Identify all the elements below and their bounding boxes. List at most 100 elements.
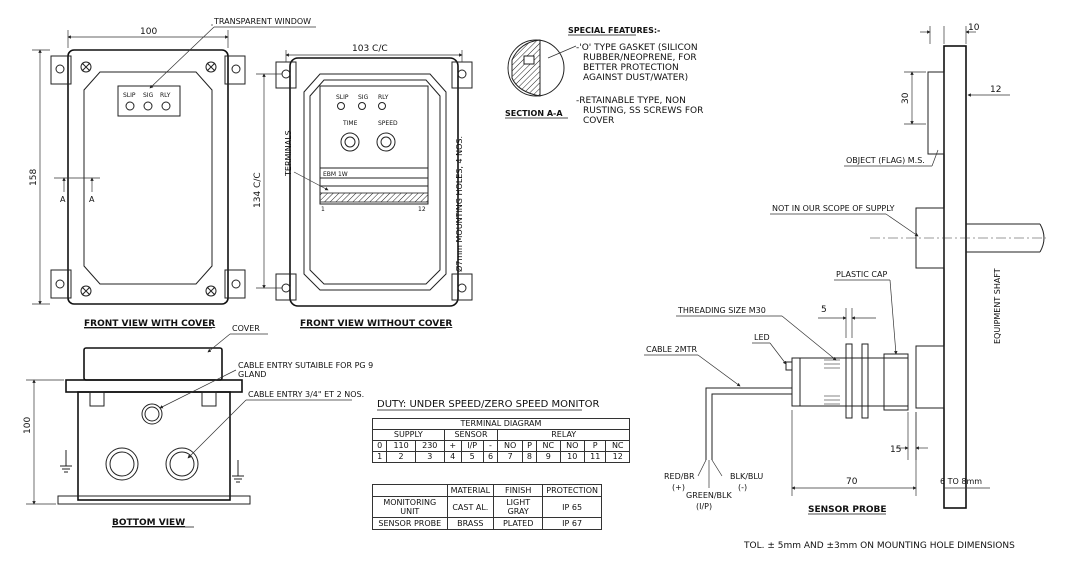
terminal-number: 4	[443, 451, 462, 463]
section-marker-a-right: A	[89, 195, 95, 204]
terminal-label: P	[521, 440, 538, 452]
material-header: FINISH	[493, 484, 544, 497]
material-table: MATERIAL FINISH PROTECTION MONITORING UN…	[372, 484, 602, 530]
sensor-assembly: 10 30 12 5 15 70 6 TO 8mm OBJECT (FLAG) …	[644, 23, 1046, 515]
terminal-label: NC	[536, 440, 561, 452]
material-cell: BRASS	[446, 517, 495, 530]
material-cell: LIGHT GRAY	[493, 496, 544, 518]
section-a-a: SECTION A-A	[505, 39, 568, 119]
terminal-label: 0	[371, 440, 388, 452]
wire-blk-blu-sign: (-)	[738, 483, 747, 492]
terminal-label: I/P	[460, 440, 484, 452]
dim-10: 10	[968, 23, 980, 33]
title-front-view-without-cover: FRONT VIEW WITHOUT COVER	[300, 319, 452, 329]
terminal-number: 2	[386, 451, 416, 463]
window-rly-label: RLY	[160, 92, 171, 99]
wire-blk-blu: BLK/BLU	[730, 472, 763, 481]
dim-12: 12	[990, 85, 1001, 95]
threading-label: THREADING SIZE M30	[677, 306, 766, 315]
front-view-with-cover: SLIP SIG RLY A A 100 158 FRONT VIEW WITH…	[29, 27, 246, 329]
terminal-number: 6	[482, 451, 499, 463]
feature-1-line-3: BETTER PROTECTION	[583, 63, 679, 73]
terminal-number: 12	[605, 451, 630, 463]
terminal-label: NO	[497, 440, 523, 452]
panel-slip-label: SLIP	[336, 94, 349, 101]
material-cell: MONITORING UNIT	[372, 496, 448, 518]
panel-time-label: TIME	[342, 120, 358, 127]
plastic-cap-label: PLASTIC CAP	[836, 270, 887, 279]
title-section-a-a: SECTION A-A	[505, 109, 563, 118]
special-features-heading: SPECIAL FEATURES:-	[568, 26, 660, 35]
cover-label: COVER	[232, 324, 260, 333]
feature-2-line-3: COVER	[583, 116, 614, 126]
material-cell: IP 65	[542, 496, 602, 518]
terminal-label: P	[583, 440, 607, 452]
panel-speed-label: SPEED	[378, 120, 398, 127]
terminal-label: 230	[414, 440, 445, 452]
dim-15: 15	[890, 445, 901, 455]
terminal-number: 5	[460, 451, 484, 463]
feature-2-line-1: -RETAINABLE TYPE, NON	[576, 96, 686, 106]
window-slip-label: SLIP	[123, 92, 136, 99]
terminal-1-label: 1	[321, 206, 325, 213]
terminal-number: 8	[521, 451, 538, 463]
material-cell: IP 67	[542, 517, 602, 530]
terminals-label: TERMINALS	[284, 130, 293, 177]
terminal-label: +	[443, 440, 462, 452]
cable-entry-pg9-line-2: GLAND	[238, 370, 266, 379]
terminal-12-label: 12	[418, 206, 426, 213]
window-sig-label: SIG	[143, 92, 154, 99]
wire-green-blk: GREEN/BLK	[686, 491, 732, 500]
equipment-shaft-label: EQUIPMENT SHAFT	[993, 268, 1002, 344]
dim-70: 70	[846, 477, 858, 487]
dim-5: 5	[821, 305, 827, 315]
title-bottom-view: BOTTOM VIEW	[112, 518, 185, 528]
not-in-scope-label: NOT IN OUR SCOPE OF SUPPLY	[772, 204, 895, 213]
feature-1-line-1: -'O' TYPE GASKET (SILICON	[576, 43, 698, 53]
panel-model-label: EBM 1W	[323, 171, 348, 178]
bottom-view: 100 COVER CABLE ENTRY SUTAIBLE FOR PG 9 …	[23, 324, 373, 528]
dim-width-100: 100	[140, 27, 157, 37]
tolerance-note: TOL. ± 5mm AND ±3mm ON MOUNTING HOLE DIM…	[743, 541, 1015, 551]
terminal-number: 9	[536, 451, 561, 463]
terminal-label: -	[482, 440, 499, 452]
section-marker-a-left: A	[60, 195, 66, 204]
feature-1-line-4: AGAINST DUST/WATER)	[583, 73, 688, 83]
panel-sig-label: SIG	[358, 94, 369, 101]
terminal-number: 1	[371, 451, 388, 463]
group-supply: SUPPLY	[372, 429, 445, 441]
material-header	[372, 484, 448, 497]
object-flag-label: OBJECT (FLAG) M.S.	[846, 156, 925, 165]
wire-green-blk-sign: (I/P)	[696, 502, 712, 511]
group-sensor: SENSOR	[443, 429, 499, 441]
material-cell: PLATED	[493, 517, 544, 530]
dim-height-158: 158	[29, 169, 39, 186]
terminal-label: NO	[559, 440, 585, 452]
cable-entry-34-label: CABLE ENTRY 3/4" ET 2 NOS.	[248, 390, 364, 399]
led-label: LED	[754, 333, 770, 342]
cable-entry-pg9-line-1: CABLE ENTRY SUTAIBLE FOR PG 9	[238, 361, 373, 370]
terminal-diagram-title: TERMINAL DIAGRAM	[372, 418, 630, 430]
terminal-diagram-table: TERMINAL DIAGRAM SUPPLY SENSOR RELAY 0 1…	[371, 418, 630, 463]
terminal-number: 7	[497, 451, 523, 463]
transparent-window-label: TRANSPARENT WINDOW	[213, 17, 311, 26]
terminal-label: 110	[386, 440, 416, 452]
material-header: PROTECTION	[542, 484, 602, 497]
group-relay: RELAY	[497, 429, 630, 441]
dim-cc-103: 103 C/C	[352, 44, 388, 54]
dim-bottom-100: 100	[23, 417, 33, 434]
special-features: SPECIAL FEATURES:- -'O' TYPE GASKET (SIL…	[547, 26, 703, 126]
material-cell: CAST AL.	[446, 496, 495, 518]
material-header: MATERIAL	[446, 484, 495, 497]
feature-1-line-2: RUBBER/NEOPRENE, FOR	[583, 53, 697, 63]
dim-6to8: 6 TO 8mm	[940, 477, 982, 486]
terminal-number: 11	[583, 451, 607, 463]
duty-heading: DUTY: UNDER SPEED/ZERO SPEED MONITOR	[377, 399, 599, 410]
mounting-holes-label: Ø7mm MOUNTING HOLES, 4 NOS.	[454, 136, 464, 272]
wire-red-br-sign: (+)	[672, 483, 685, 492]
dim-30: 30	[901, 92, 911, 104]
material-cell: SENSOR PROBE	[372, 517, 448, 530]
title-front-view-with-cover: FRONT VIEW WITH COVER	[84, 319, 215, 329]
dim-cc-134: 134 C/C	[253, 172, 263, 208]
